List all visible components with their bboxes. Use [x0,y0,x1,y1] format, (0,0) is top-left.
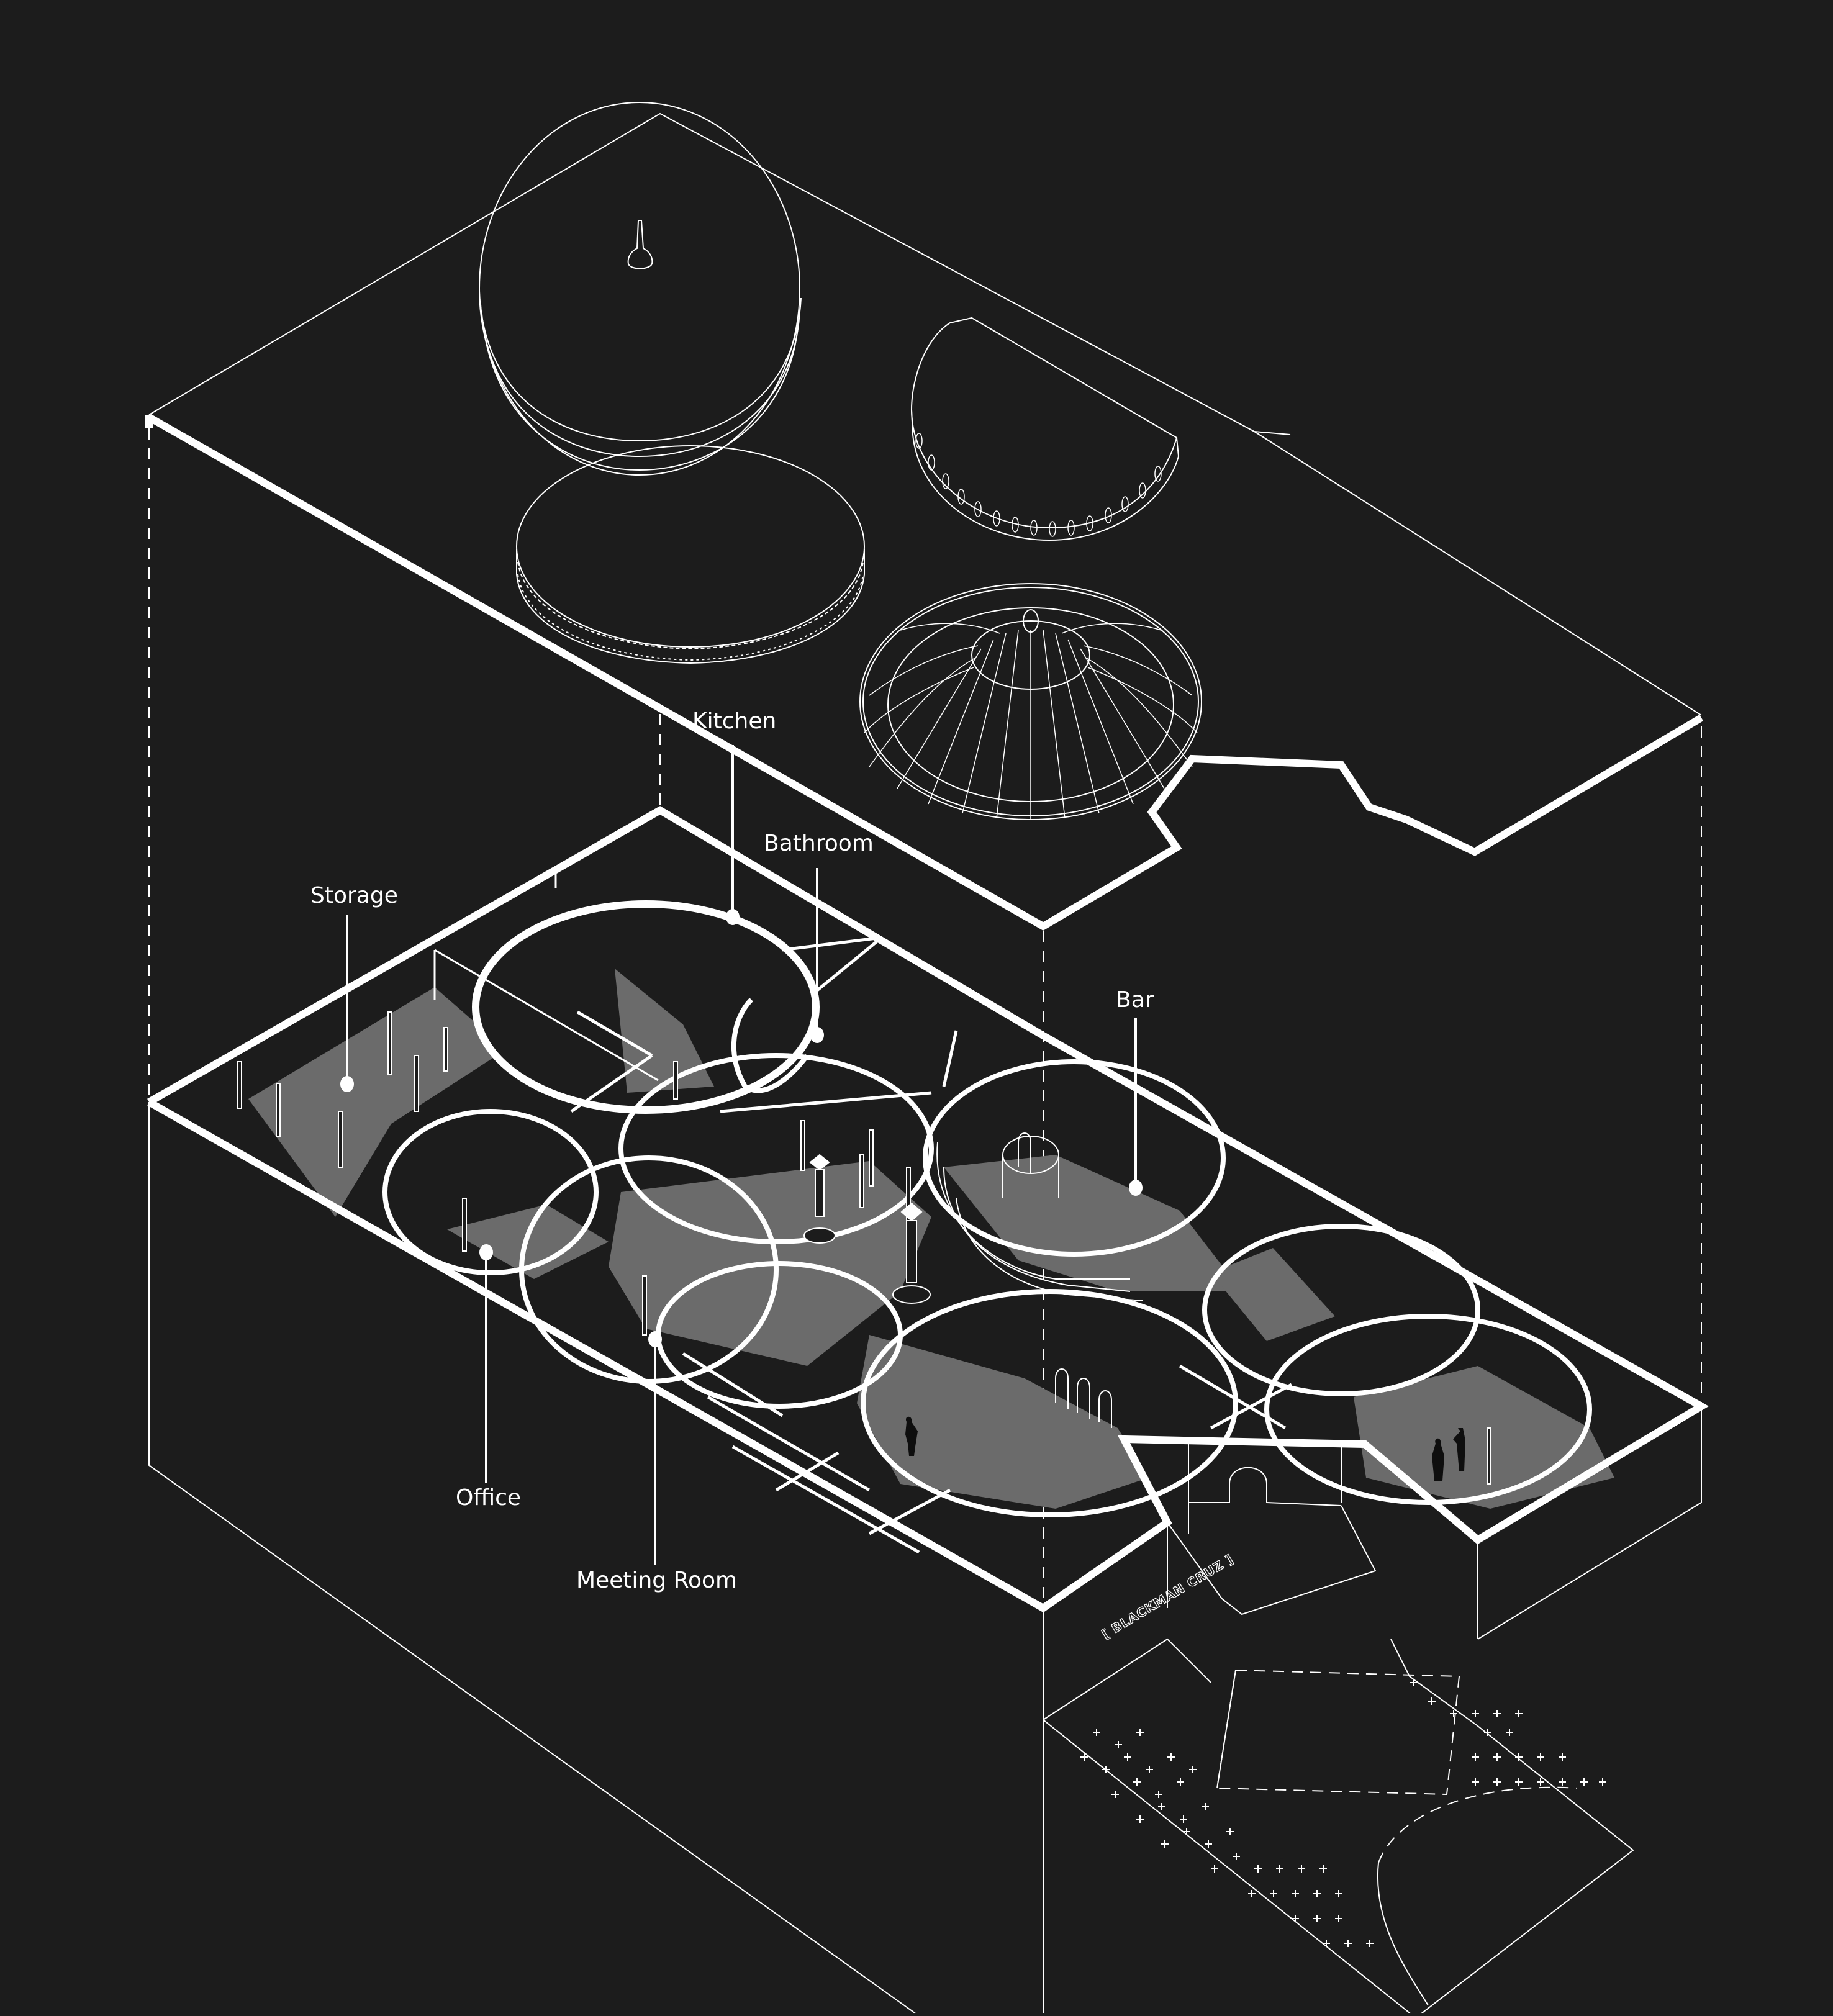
meeting-circle [519,1155,779,1384]
bathroom-shape [731,998,810,1093]
roof-layer [145,102,1704,931]
floor-plan-layer: [ BLACKMAN CRUZ ] [147,806,1709,2016]
label-storage: Storage [310,883,398,1092]
label-office: Office [456,1244,521,1511]
ribbed-dome-skylight [859,583,1202,820]
label-office-marker [479,1244,493,1260]
corridor-floor [1211,1248,1335,1341]
roof-outline-back [148,112,1291,435]
label-kitchen-marker [726,909,740,925]
right-circle-upper [1202,1224,1480,1396]
label-bathroom-text: Bathroom [764,831,874,856]
roof-outline-right [1254,431,1702,716]
label-storage-text: Storage [310,883,398,908]
label-kitchen-text: Kitchen [692,708,776,734]
outer-wall [147,806,1709,1613]
partitions [570,936,1293,1554]
left-face [148,1102,920,2016]
person-icon [1453,1428,1465,1471]
site-layer [1043,1638,1634,2016]
room-labels: Kitchen Bathroom Storage Bar Office [310,708,1154,1593]
kitchen-floor [615,969,714,1093]
bar-counter [936,1136,1143,1301]
label-kitchen: Kitchen [692,708,776,925]
meeting-circle-top [618,1053,934,1244]
right-circle-lower [1264,1314,1592,1505]
person-icon [1432,1438,1444,1481]
label-bar-marker [1129,1180,1143,1196]
storage-floor [248,987,497,1217]
label-bathroom-marker [810,1027,824,1043]
office-circle [382,1109,599,1275]
label-bar: Bar [1116,987,1154,1196]
label-meeting-room-text: Meeting Room [576,1568,737,1593]
room-circles [382,900,1592,1517]
label-meeting-room: Meeting Room [576,1331,737,1593]
label-office-text: Office [456,1485,521,1511]
spire-disc-skylight [479,102,802,476]
half-disc-oculi-skylight [910,317,1180,541]
entrance-pavilion [1167,1439,1377,1616]
label-storage-marker [340,1076,354,1092]
human-figures [905,1416,1465,1481]
lamp-posts [803,1154,931,1304]
roof-outline-front [147,414,1704,931]
label-bathroom: Bathroom [764,831,874,1043]
paving-crosses [1080,1679,1606,1947]
label-bar-text: Bar [1116,987,1154,1013]
label-meeting-room-marker [648,1331,662,1347]
arches [1018,1132,1112,1428]
columns [237,1011,1491,1485]
bar-circle [923,1059,1226,1257]
ribbed-disc-skylight [516,445,865,664]
bar-floor [944,1155,1242,1291]
central-room-floor [857,1335,1149,1509]
person-icon [905,1416,918,1456]
